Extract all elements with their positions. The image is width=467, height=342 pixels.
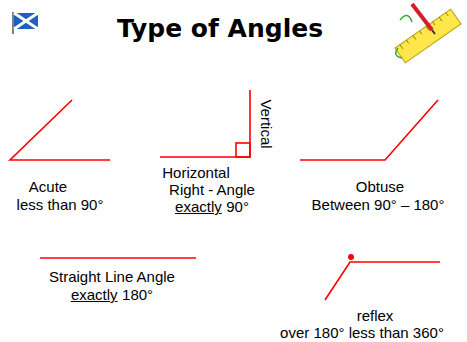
label-line: Vertical xyxy=(257,99,275,148)
pencil-tip xyxy=(432,30,435,34)
obtuse-angle xyxy=(300,100,438,160)
angle-label: Vertical xyxy=(257,99,275,148)
label-line: Obtuse xyxy=(356,178,404,196)
flag-saltire xyxy=(14,13,38,29)
doodle xyxy=(396,15,412,58)
label-line: over 180° less than 360° xyxy=(280,324,444,342)
label-line: exactly180° xyxy=(71,286,153,304)
label-line: exactly90° xyxy=(175,198,249,216)
angle-label: Between 90° – 180° xyxy=(312,196,445,214)
flag-icon xyxy=(13,12,38,34)
label-line: Acute xyxy=(29,178,67,196)
ruler xyxy=(395,9,461,63)
angle-label: Horizontal xyxy=(162,164,230,182)
straight-angle xyxy=(40,257,196,259)
label-line: reflex xyxy=(357,307,394,325)
pencil xyxy=(412,4,432,30)
label-line: Right - Angle xyxy=(169,181,255,199)
label-line: Straight Line Angle xyxy=(49,268,175,286)
flag-pole xyxy=(12,12,14,34)
flag-saltire xyxy=(14,13,38,29)
ruler-icon xyxy=(395,4,461,63)
title: Type of Angles xyxy=(117,14,323,43)
angle-label: over 180° less than 360° xyxy=(280,324,444,342)
right-angle-mark xyxy=(236,143,250,157)
flag-field xyxy=(14,13,38,29)
angle-label: 180° xyxy=(122,286,153,304)
angle-label: exactly xyxy=(71,286,118,304)
acute-angle xyxy=(10,100,110,160)
label-line: Horizontal xyxy=(162,164,230,182)
reflex-dot xyxy=(348,254,354,260)
angle-label: Right - Angle xyxy=(169,181,255,199)
angle-label: 90° xyxy=(226,198,249,216)
label-line: Between 90° – 180° xyxy=(312,196,445,214)
angle-label: less than 90° xyxy=(17,196,104,214)
right-angle xyxy=(160,90,250,157)
label-line: less than 90° xyxy=(17,196,104,214)
angle-label: exactly xyxy=(175,198,222,216)
angle-label: Acute xyxy=(29,178,67,196)
angle-label: Straight Line Angle xyxy=(49,268,175,286)
reflex-angle xyxy=(325,262,440,300)
angle-label: Obtuse xyxy=(356,178,404,196)
angle-label: reflex xyxy=(357,307,394,325)
